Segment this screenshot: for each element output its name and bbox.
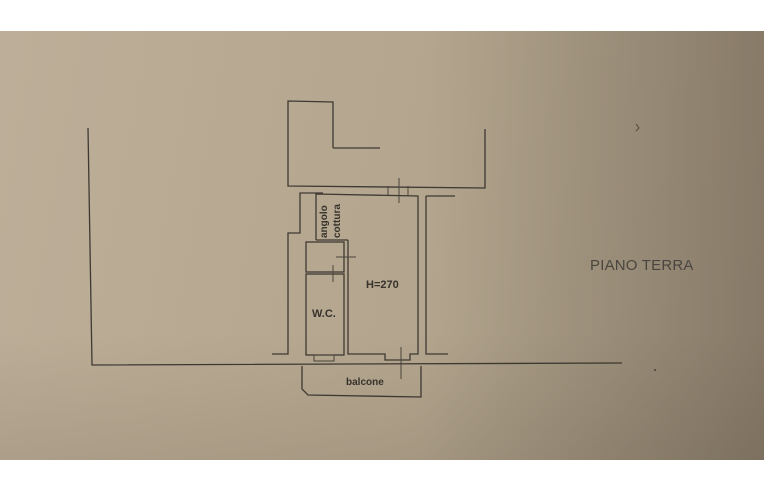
floor-plan-photo: angolo cottura H=270 W.C. balcone [0, 31, 764, 460]
room-label-angolo: angolo [319, 205, 330, 238]
floor-title: PIANO TERRA [590, 257, 694, 274]
room-label-cottura: cottura [332, 204, 343, 238]
upper-block-outline [287, 100, 486, 189]
main-room-wall [315, 193, 419, 361]
balcony-outline [301, 366, 422, 398]
room-label-height: H=270 [366, 279, 399, 291]
left-corridor-wall [272, 192, 323, 355]
room-label-wc: W.C. [312, 308, 336, 320]
wc-window [313, 354, 335, 362]
right-wall [425, 196, 448, 355]
pen-mark [635, 123, 640, 132]
floor-plan-drawing: angolo cottura H=270 W.C. balcone [87, 100, 656, 398]
dot-mark [654, 369, 656, 371]
room-label-balcone: balcone [346, 377, 384, 388]
left-boundary-wall [87, 127, 623, 366]
